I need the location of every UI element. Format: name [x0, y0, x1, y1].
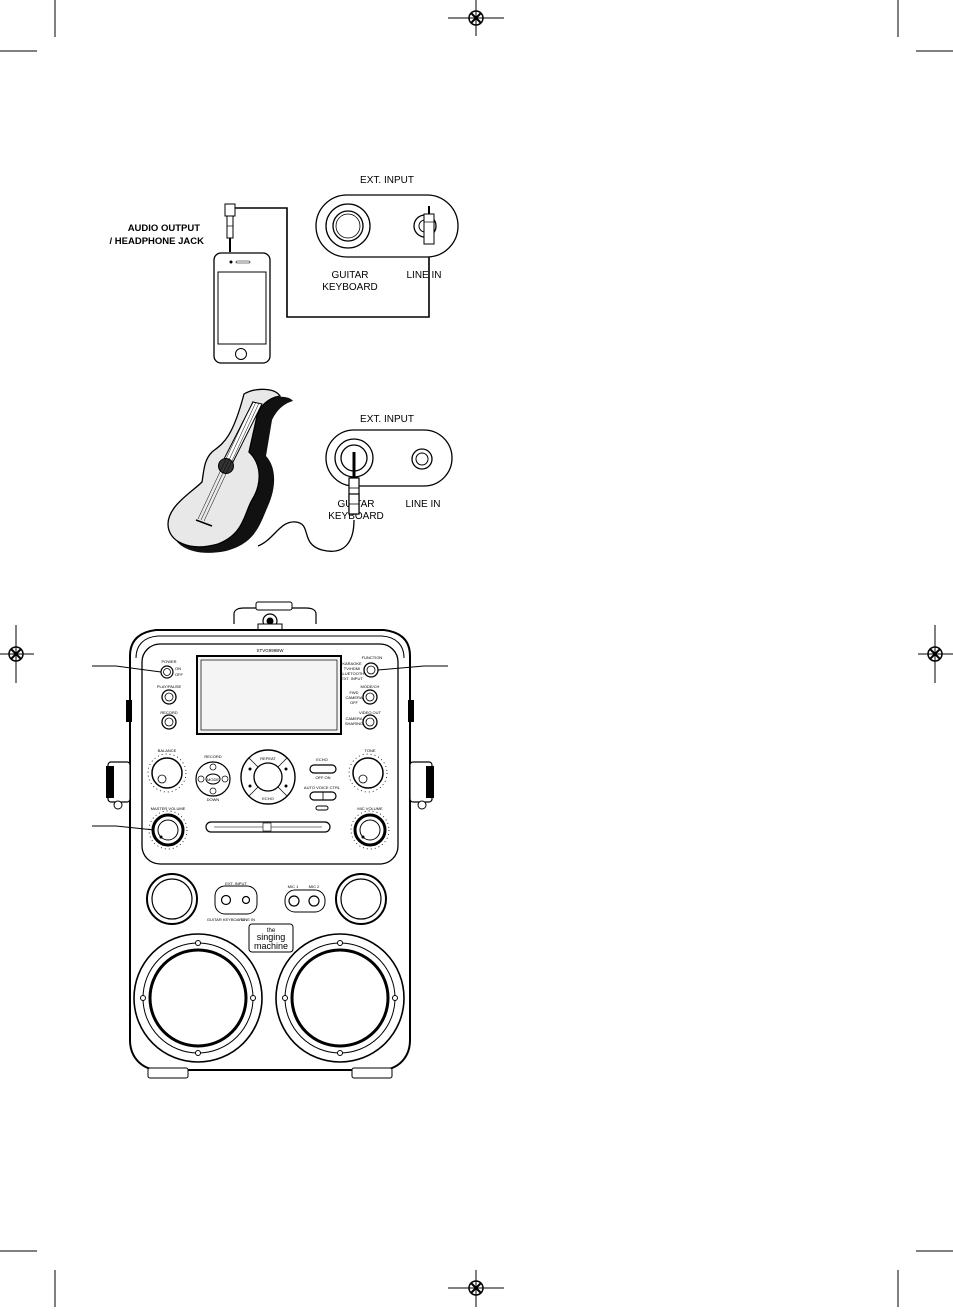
karaoke-machine: STVG999BW POWER ON OFF PLAY/PAUSE RECORD…	[92, 601, 448, 1079]
echo-switch[interactable]: ECHO OFF ON	[309, 757, 337, 780]
left-handle	[106, 700, 132, 810]
line-in-label-2: LINE IN	[405, 499, 440, 510]
svg-text:PLAY/PAUSE: PLAY/PAUSE	[157, 684, 182, 689]
right-tweeter	[335, 873, 387, 925]
svg-text:machine: machine	[254, 941, 288, 951]
svg-text:FUNCTION: FUNCTION	[362, 655, 383, 660]
master-volume-knob[interactable]: MASTER VOLUME	[148, 806, 188, 850]
keyboard-label-2: KEYBOARD	[328, 511, 384, 522]
nav-pad[interactable]: RECORD DOWN MODE	[195, 754, 231, 802]
video-out-button[interactable]: VIDEO OUT CAMERA SHARING	[345, 710, 382, 730]
ext-input-title-2: EXT. INPUT	[360, 414, 414, 425]
left-woofer	[133, 933, 263, 1063]
svg-text:ON: ON	[175, 666, 181, 671]
svg-text:MIC VOLUME: MIC VOLUME	[357, 806, 383, 811]
registration-mark-right	[918, 625, 953, 683]
svg-text:ECHO: ECHO	[316, 757, 328, 762]
audio-cable	[224, 203, 430, 318]
svg-text:LINE IN: LINE IN	[241, 917, 255, 922]
play-pause-button[interactable]: PLAY/PAUSE	[157, 684, 182, 705]
svg-text:the: the	[267, 928, 276, 934]
svg-text:BLUETOOTH: BLUETOOTH	[340, 671, 364, 676]
svg-text:TONE: TONE	[364, 748, 375, 753]
guitar-icon	[167, 388, 293, 553]
svg-text:DOWN: DOWN	[207, 797, 220, 802]
guitar-cable	[257, 519, 355, 552]
mode-ch-button[interactable]: MODE/CH FWD CAMERA OFF	[345, 684, 379, 705]
volume-callout-line	[92, 825, 155, 831]
tone-knob[interactable]: TONE	[348, 748, 388, 793]
phone-connection-diagram: AUDIO OUTPUT / HEADPHONE JACK	[110, 175, 459, 364]
model-label: STVG999BW	[256, 648, 284, 653]
camera-icon	[233, 601, 317, 633]
function-callout-line	[377, 665, 448, 671]
svg-text:CAMERA: CAMERA	[345, 716, 362, 721]
guitar-connection-diagram: EXT. INPUT GUITAR KEYBOARD LINE IN	[167, 388, 453, 553]
svg-text:OFF: OFF	[175, 672, 184, 677]
keyboard-label: KEYBOARD	[322, 282, 378, 293]
audio-output-label: AUDIO OUTPUT	[128, 223, 201, 234]
jog-wheel[interactable]: REPEAT ECHO	[240, 749, 296, 805]
guitar-label: GUITAR	[331, 270, 368, 281]
svg-text:AUTO VOICE CTRL: AUTO VOICE CTRL	[304, 785, 341, 790]
line-in-jack-icon	[411, 448, 433, 470]
power-callout-line	[92, 665, 162, 673]
svg-text:OFF: OFF	[350, 700, 359, 705]
headphone-jack-label: / HEADPHONE JACK	[110, 236, 205, 247]
balance-knob[interactable]: BALANCE	[147, 748, 187, 793]
svg-text:BALANCE: BALANCE	[158, 748, 177, 753]
mic-volume-knob[interactable]: MIC VOLUME	[350, 806, 390, 850]
svg-text:OFF ON: OFF ON	[315, 775, 330, 780]
svg-text:MIC 1: MIC 1	[288, 884, 299, 889]
disc-slot[interactable]	[205, 821, 331, 833]
svg-text:MODE/CH: MODE/CH	[361, 684, 380, 689]
svg-text:MASTER VOLUME: MASTER VOLUME	[151, 806, 186, 811]
svg-text:CAMERA: CAMERA	[345, 695, 362, 700]
ext-input-title: EXT. INPUT	[360, 175, 414, 186]
svg-text:SHARING: SHARING	[345, 721, 363, 726]
svg-text:MIC 2: MIC 2	[309, 884, 320, 889]
svg-text:RECORD: RECORD	[204, 754, 221, 759]
singing-machine-logo: the singing machine	[248, 923, 294, 953]
svg-text:TV/HDMI: TV/HDMI	[344, 666, 360, 671]
svg-text:KARAOKE: KARAOKE	[342, 661, 362, 666]
svg-text:GUITAR KEYBOARD: GUITAR KEYBOARD	[207, 917, 245, 922]
registration-mark-top	[448, 0, 504, 36]
record-button[interactable]: RECORD	[160, 710, 178, 730]
right-woofer	[275, 933, 405, 1063]
svg-text:FWD: FWD	[349, 690, 358, 695]
right-handle	[408, 700, 434, 810]
vocal-switch[interactable]: AUTO VOICE CTRL	[304, 785, 341, 811]
svg-text:POWER: POWER	[161, 659, 176, 664]
ext-input-jacks[interactable]: EXT. INPUT GUITAR KEYBOARD LINE IN	[207, 881, 258, 922]
svg-text:REPEAT: REPEAT	[260, 756, 276, 761]
smartphone-icon	[213, 252, 271, 364]
svg-text:VIDEO OUT: VIDEO OUT	[359, 710, 382, 715]
svg-text:singing: singing	[257, 932, 286, 942]
mic-jacks[interactable]: MIC 1 MIC 2	[284, 884, 326, 913]
svg-text:EXT. INPUT: EXT. INPUT	[225, 881, 247, 886]
ext-input-panel	[315, 194, 459, 258]
registration-mark-left	[0, 625, 34, 683]
registration-mark-bottom	[448, 1270, 504, 1307]
screen	[196, 655, 342, 735]
line-in-label: LINE IN	[406, 270, 441, 281]
svg-text:MODE: MODE	[207, 777, 219, 782]
svg-text:RECORD: RECORD	[160, 710, 177, 715]
left-tweeter	[146, 873, 198, 925]
svg-text:EXT. INPUT: EXT. INPUT	[341, 676, 363, 681]
svg-text:ECHO: ECHO	[262, 796, 274, 801]
